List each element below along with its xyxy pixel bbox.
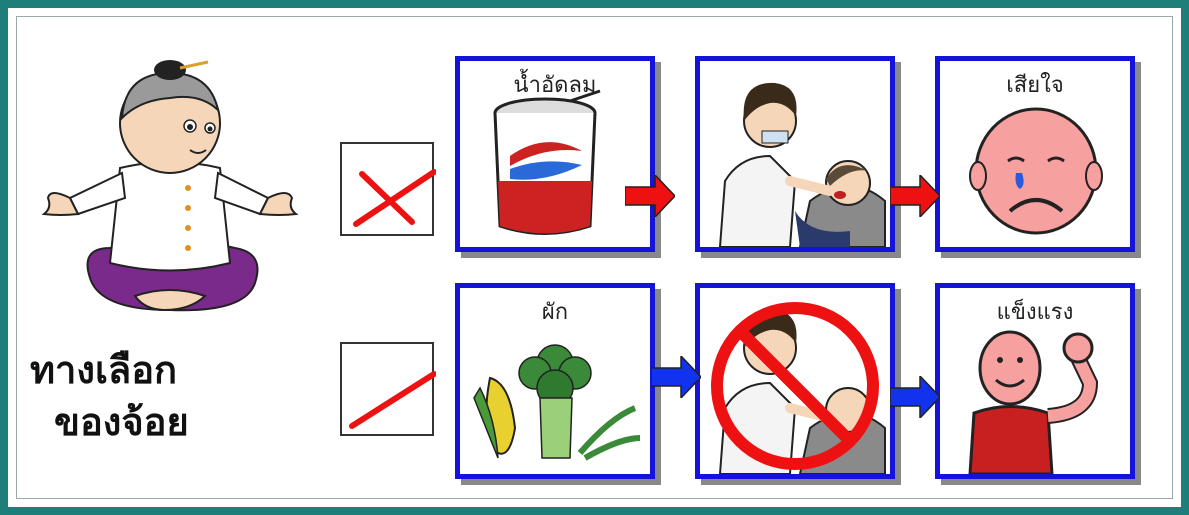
- cross-icon: [353, 169, 437, 227]
- sad-face-icon: [969, 107, 1103, 235]
- blue-arrow-icon: [651, 356, 701, 398]
- card-strong: แข็งแรง: [935, 283, 1135, 479]
- red-arrow-icon: [625, 175, 675, 217]
- no-dentist-icon: [711, 302, 886, 474]
- blue-arrow-icon: [890, 376, 940, 418]
- soda-can-icon: [493, 89, 601, 235]
- check-mark-box: [340, 342, 437, 436]
- card-sad: เสียใจ: [935, 56, 1135, 252]
- card-label: น้ำอัดลม: [513, 73, 597, 98]
- card-soda: น้ำอัดลม: [455, 56, 655, 252]
- content-area: [16, 16, 1173, 499]
- vegetables-icon: [473, 344, 641, 461]
- card-no-dentist: [695, 283, 895, 479]
- cross-mark-box: [340, 142, 437, 236]
- caption: ทางเลือก ของจ้อย: [30, 344, 260, 448]
- card-label: เสียใจ: [1006, 73, 1064, 98]
- card-label: ผัก: [541, 300, 569, 325]
- card-label: แข็งแรง: [996, 300, 1074, 325]
- check-icon: [349, 371, 437, 429]
- dentist-icon: [718, 82, 886, 247]
- strong-man-icon: [968, 330, 1099, 474]
- card-vegetables: ผัก: [455, 283, 655, 479]
- boy-illustration: [41, 60, 299, 312]
- card-dentist: [695, 56, 895, 252]
- red-arrow-icon: [890, 175, 940, 217]
- caption-line-2: ของจ้อย: [54, 400, 189, 444]
- caption-line-1: ทางเลือก: [30, 348, 178, 392]
